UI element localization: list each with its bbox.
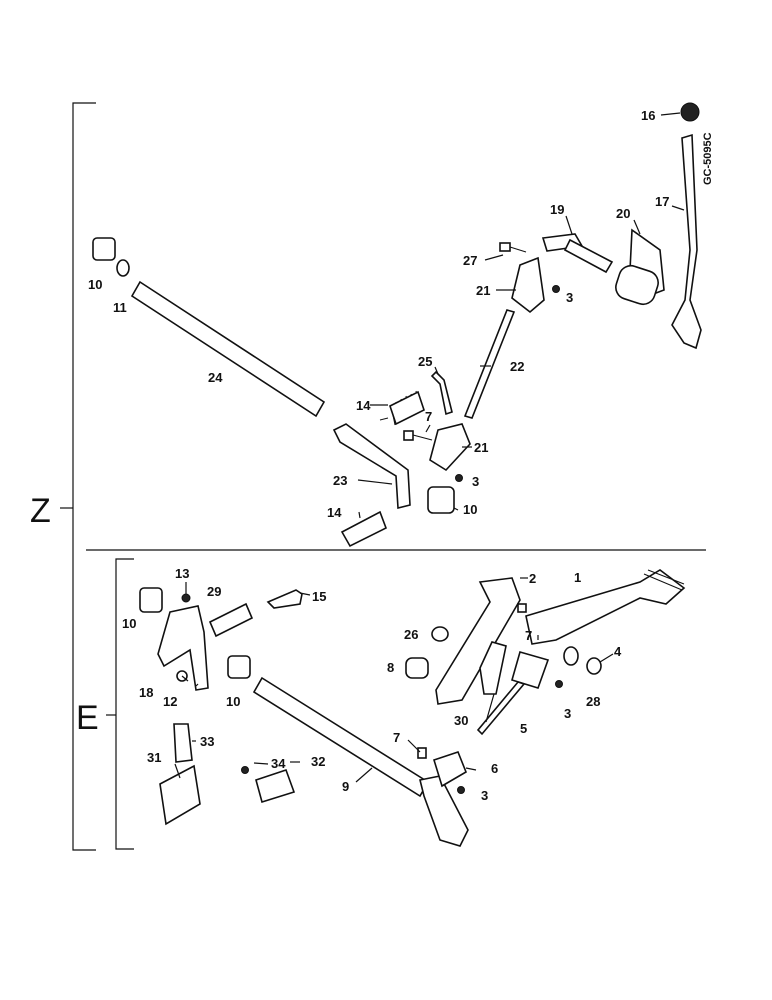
part-15-bracket [266,589,303,609]
callout-16: 16 [641,108,655,123]
callout-21-upper: 21 [476,283,490,298]
callout-7-upper: 7 [425,409,432,424]
callout-labels: 16 17 19 20 27 21 3 10 11 24 22 25 14 7 … [88,108,669,803]
callout-7-lower: 7 [525,628,532,643]
callout-30: 30 [454,713,468,728]
part-10-bushing-left [139,587,163,613]
part-17-lever [671,133,702,350]
drawing-code: GC-5095C [702,132,714,185]
callout-32: 32 [311,754,325,769]
callout-2: 2 [529,571,536,586]
callout-10-middle: 10 [463,502,477,517]
callout-19: 19 [550,202,564,217]
callout-8: 8 [387,660,394,675]
callout-23: 23 [333,473,347,488]
part-32-bracket [255,768,296,804]
callout-13: 13 [175,566,189,581]
part-25-clip [430,370,453,416]
part-22-rod [463,309,516,419]
part-1-pedal [525,569,686,645]
callout-4: 4 [614,644,622,659]
part-7-pin-lower [517,603,527,613]
part-8-bushing [405,657,429,679]
part-3-nut-lower [555,680,563,688]
part-29-spring [208,602,254,638]
part-30-spring [479,641,507,695]
callout-21-lower: 21 [474,440,488,455]
part-13-screw [181,593,191,603]
part-31-bracket [159,764,201,826]
part-16-knob [680,102,700,122]
section-z-bracket [60,102,96,851]
part-11-washer [116,259,130,277]
callout-10-left: 10 [122,616,136,631]
callout-7-lower-left: 7 [393,730,400,745]
part-2-lever [435,577,521,705]
part-26-washer [431,626,449,642]
part-10-bushing-fork [227,655,251,679]
part-4-washer [586,657,602,675]
callout-5: 5 [520,721,527,736]
callout-33: 33 [200,734,214,749]
section-e-bracket [106,558,134,850]
callout-17: 17 [655,194,669,209]
callout-28: 28 [586,694,600,709]
part-3-nut-middle [455,474,463,482]
callout-29: 29 [207,584,221,599]
part-33-switch [173,723,193,763]
callout-18: 18 [139,685,153,700]
section-e-letter: E [76,699,99,737]
callout-24: 24 [208,370,223,385]
callout-9: 9 [342,779,349,794]
part-24-shaft [130,280,326,418]
part-14-spring-upper [379,390,425,426]
callout-15: 15 [312,589,326,604]
part-23-yoke [332,423,411,510]
part-10-bushing-upper [92,237,116,261]
callout-26: 26 [404,627,418,642]
part-21-bracket-upper [511,256,545,314]
callout-3-bottom: 3 [481,788,488,803]
part-28-ring [563,646,579,666]
part-3-nut-bottom [457,786,465,794]
callout-14-upper: 14 [356,398,371,413]
callout-11: 11 [113,300,127,315]
part-19-shaft [541,233,614,274]
callout-25: 25 [418,354,432,369]
callout-12: 12 [163,694,177,709]
part-7-pin-upper [403,430,433,441]
part-7-pin-lower-left [417,747,427,759]
part-6-bracket [433,751,467,788]
leader-lines [174,112,685,783]
part-27-bolt [499,242,527,253]
callout-6: 6 [491,761,498,776]
callout-3-middle: 3 [472,474,479,489]
callout-3-lower: 3 [564,706,571,721]
section-z-letter: Z [30,492,51,530]
part-9-shaft [252,676,469,847]
part-10-bushing-middle [427,486,455,514]
part-21-bracket-lower [429,423,471,472]
part-34-nut [241,766,249,774]
part-14-spring-lower [340,510,388,548]
callout-34: 34 [271,756,286,771]
part-3-nut-upper [552,285,560,293]
callout-27: 27 [463,253,477,268]
callout-10-fork: 10 [226,694,240,709]
part-5-rod [476,651,550,736]
callout-14-lower: 14 [327,505,342,520]
callout-1: 1 [574,570,581,585]
callout-10-upper: 10 [88,277,102,292]
part-fork-12 [157,605,209,691]
callout-3-upper: 3 [566,290,573,305]
callout-20: 20 [616,206,630,221]
part-20-bracket [615,228,665,306]
callout-22: 22 [510,359,524,374]
callout-31: 31 [147,750,161,765]
